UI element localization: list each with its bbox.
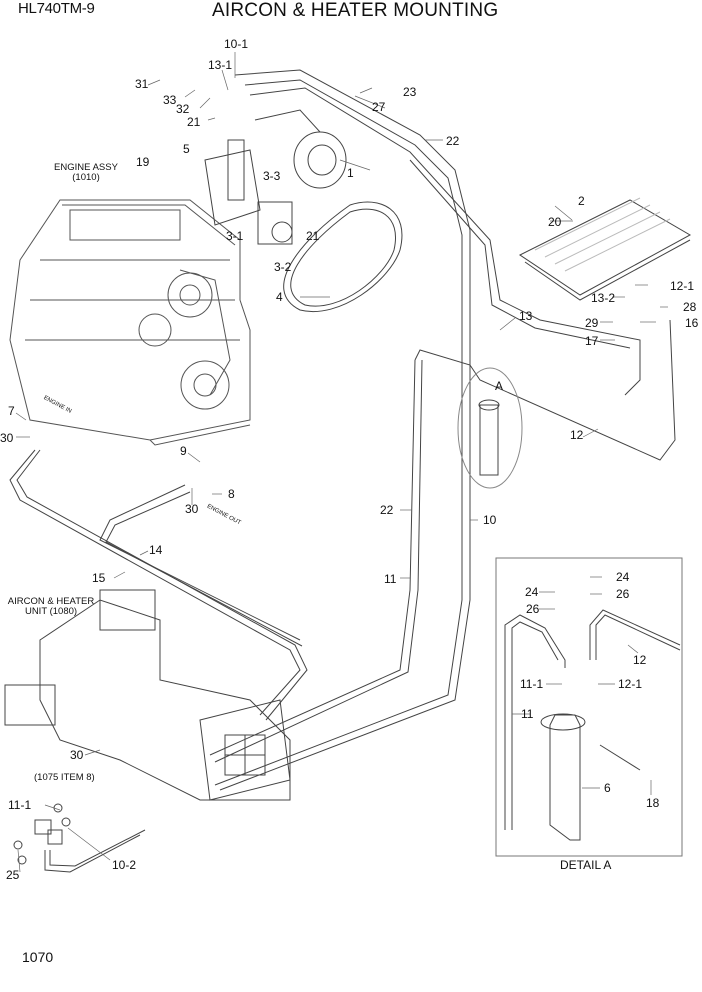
- part-label-33: 33: [163, 93, 177, 107]
- part-label-6: 6: [604, 781, 611, 795]
- part-label-10: 10: [483, 513, 497, 527]
- part-label-22b: 22: [380, 503, 394, 517]
- part-label-24b: 24: [616, 570, 630, 584]
- receiver-drier-drawing: [457, 367, 523, 489]
- part-label-20: 20: [548, 215, 562, 229]
- part-label-28: 28: [683, 300, 697, 314]
- aircon-unit-drawing: [4, 589, 291, 801]
- part-label-11: 11: [384, 572, 397, 586]
- part-label-1: 1: [347, 166, 354, 180]
- leader-lines: [15, 52, 668, 873]
- part-label-26a: 26: [526, 602, 540, 616]
- part-label-19: 19: [136, 155, 150, 169]
- part-label-12-1: 12-1: [670, 279, 695, 293]
- part-label-13-2: 13-2: [591, 291, 616, 305]
- part-label-21b: 21: [306, 229, 320, 243]
- page-number: 1070: [22, 949, 54, 965]
- part-label-31: 31: [135, 77, 149, 91]
- part-label-12: 12: [570, 428, 584, 442]
- v-belt-drawing: [283, 201, 403, 312]
- part-label-16: 16: [685, 316, 699, 330]
- part-label-10-1: 10-1: [224, 37, 249, 51]
- part-label-30b: 30: [185, 502, 199, 516]
- detail-a-frame: [495, 557, 683, 857]
- part-label-18: 18: [646, 796, 660, 810]
- engine-assy-caption: ENGINE ASSY (1010): [54, 162, 118, 183]
- part-label-25: 25: [6, 868, 20, 882]
- part-label-13: 13: [519, 309, 533, 323]
- part-label-30a: 30: [0, 431, 14, 445]
- part-label-12b: 12: [633, 653, 647, 667]
- part-label-11-1b: 11-1: [520, 677, 544, 691]
- part-label-23: 23: [403, 85, 417, 99]
- part-label-27: 27: [372, 100, 386, 114]
- part-label-17: 17: [585, 334, 599, 348]
- compressor-drawing: [204, 109, 347, 245]
- part-label-11-1: 11-1: [8, 798, 32, 812]
- part-label-3-2: 3-2: [274, 260, 292, 274]
- part-label-12-1b: 12-1: [618, 677, 643, 691]
- part-label-14: 14: [149, 543, 163, 557]
- part-label-21: 21: [187, 115, 201, 129]
- aircon-unit-caption: AIRCON & HEATER UNIT (1080): [7, 596, 95, 617]
- part-label-30c: 30: [70, 748, 84, 762]
- detail-a-marker: A: [495, 379, 504, 393]
- detail-a-title: DETAIL A: [560, 858, 612, 872]
- model-number: HL740TM-9: [18, 0, 95, 17]
- part-label-32: 32: [176, 102, 190, 116]
- part-label-5: 5: [183, 142, 190, 156]
- condenser-drawing: [519, 197, 692, 301]
- detail-a-drawing: [504, 609, 681, 841]
- part-label-3-1: 3-1: [226, 229, 244, 243]
- part-label-26b: 26: [616, 587, 630, 601]
- part-label-13-1: 13-1: [208, 58, 233, 72]
- item-reference-caption: (1075 ITEM 8): [34, 772, 95, 783]
- part-label-9: 9: [180, 444, 187, 458]
- engine-assembly-drawing: [9, 199, 251, 446]
- page-title: AIRCON & HEATER MOUNTING: [212, 0, 499, 21]
- part-label-11b: 11: [521, 707, 534, 721]
- part-label-10-2: 10-2: [112, 858, 137, 872]
- part-label-2: 2: [578, 194, 585, 208]
- part-label-22: 22: [446, 134, 460, 148]
- part-label-7: 7: [8, 404, 15, 418]
- part-label-29: 29: [585, 316, 599, 330]
- part-label-3-3: 3-3: [263, 169, 281, 183]
- part-label-8: 8: [228, 487, 235, 501]
- part-label-15: 15: [92, 571, 106, 585]
- part-label-4: 4: [276, 290, 283, 304]
- pipe-runs: [9, 69, 676, 791]
- part-label-24a: 24: [525, 585, 539, 599]
